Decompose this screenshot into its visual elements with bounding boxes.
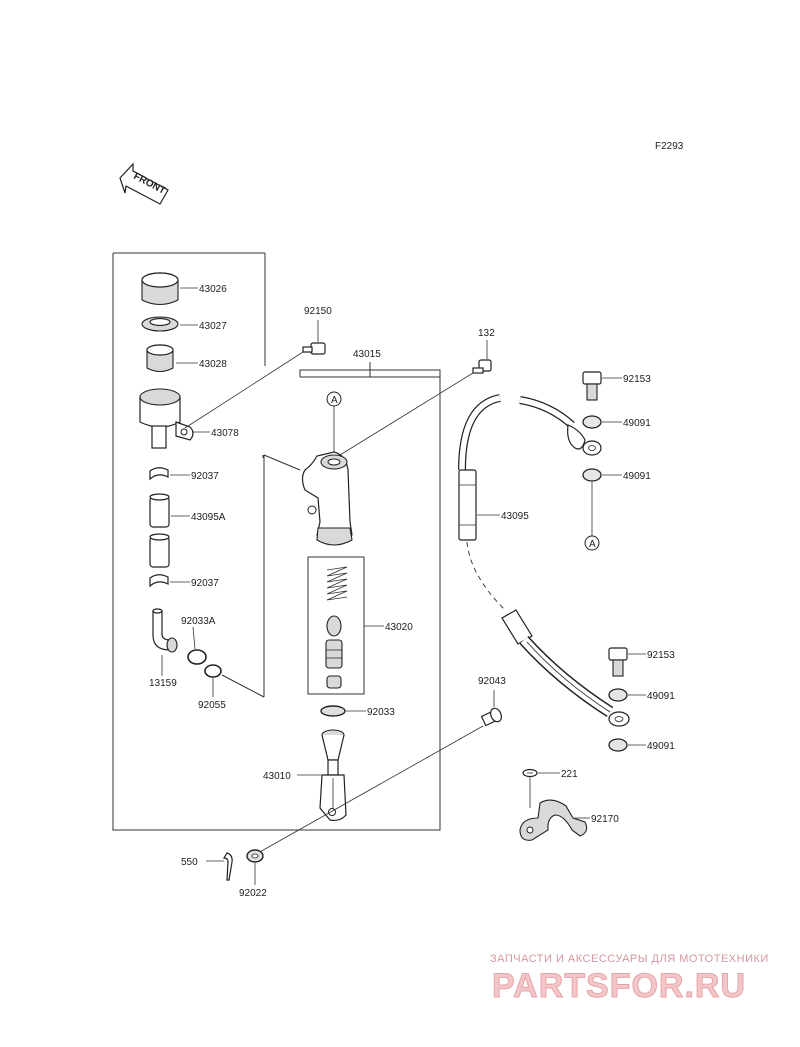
banjo-bolt-upper <box>582 371 602 401</box>
bolt-92150 <box>302 342 326 355</box>
part-number-label-550: 550 <box>181 857 198 868</box>
part-number-label-92033a: 92033A <box>181 616 216 627</box>
svg-text:A: A <box>331 395 338 406</box>
part-number-label-43078: 43078 <box>211 428 239 439</box>
o-ring <box>204 664 222 678</box>
washer-49091-4 <box>608 738 628 752</box>
clevis-pin <box>480 707 503 727</box>
part-number-label-43020: 43020 <box>385 622 413 633</box>
washer-49091-3 <box>608 688 628 702</box>
part-number-label-43026: 43026 <box>199 284 227 295</box>
piston <box>325 639 343 669</box>
callout-a-hose: A <box>584 482 600 551</box>
part-number-label-43027: 43027 <box>199 321 227 332</box>
part-number-label-92037b: 92037 <box>191 578 219 589</box>
part-number-label-92043: 92043 <box>478 676 506 687</box>
piston-cup <box>326 615 342 637</box>
part-number-label-92150: 92150 <box>304 306 332 317</box>
cotter-pin <box>222 852 233 881</box>
circlip <box>187 649 207 665</box>
part-number-label-49091a: 49091 <box>623 418 651 429</box>
part-number-label-132: 132 <box>478 328 495 339</box>
watermark-logo: PARTSFOR.RU <box>492 967 746 1005</box>
svg-text:A: A <box>589 539 596 550</box>
part-number-label-43095: 43095 <box>501 511 529 522</box>
brake-hose <box>458 394 630 727</box>
part-number-label-43095a: 43095A <box>191 512 226 523</box>
diaphragm-plate <box>141 316 179 332</box>
diaphragm <box>146 344 174 373</box>
subassembly-frame <box>221 362 441 698</box>
screw-221 <box>522 768 538 808</box>
part-number-label-92033: 92033 <box>367 707 395 718</box>
part-number-label-92055: 92055 <box>198 700 226 711</box>
part-number-label-49091d: 49091 <box>647 741 675 752</box>
part-number-label-221: 221 <box>561 769 578 780</box>
watermark-tagline: ЗАПЧАСТИ И АКСЕССУАРЫ ДЛЯ МОТОТЕХНИКИ <box>490 953 769 965</box>
part-number-label-92022: 92022 <box>239 888 267 899</box>
left-group-frame <box>112 252 441 831</box>
reservoir-hose <box>149 493 170 568</box>
part-number-label-43028: 43028 <box>199 359 227 370</box>
washer-49091-1 <box>582 415 602 429</box>
part-number-label-92153a: 92153 <box>623 374 651 385</box>
push-rod <box>319 729 347 822</box>
part-number-label-49091b: 49091 <box>623 471 651 482</box>
piston-spring <box>326 566 348 601</box>
reservoir-tank <box>139 388 194 449</box>
front-direction-arrow: FRONT <box>119 162 169 205</box>
callout-a-cylinder: A <box>326 391 342 452</box>
hose-clamp-lower <box>149 574 169 588</box>
part-number-label-43010: 43010 <box>263 771 291 782</box>
hose-clamp-92170 <box>519 799 588 841</box>
reservoir-cap <box>141 272 179 306</box>
part-number-label-92153b: 92153 <box>647 650 675 661</box>
master-cylinder-body <box>301 451 353 546</box>
bolt-132 <box>472 359 492 374</box>
hose-clamp-upper <box>149 467 169 481</box>
banjo-bolt-lower <box>608 647 628 677</box>
part-number-label-43015: 43015 <box>353 349 381 360</box>
piston-kit-box <box>307 556 365 695</box>
part-number-label-92170: 92170 <box>591 814 619 825</box>
part-number-label-13159: 13159 <box>149 678 177 689</box>
washer-49091-2 <box>582 468 602 482</box>
part-number-label-92037a: 92037 <box>191 471 219 482</box>
part-number-label-49091c: 49091 <box>647 691 675 702</box>
circlip-92033 <box>320 705 346 717</box>
piston-end <box>326 675 342 689</box>
figure-code: F2293 <box>655 141 684 152</box>
elbow-fitting <box>152 608 178 653</box>
washer-92022 <box>246 849 264 863</box>
